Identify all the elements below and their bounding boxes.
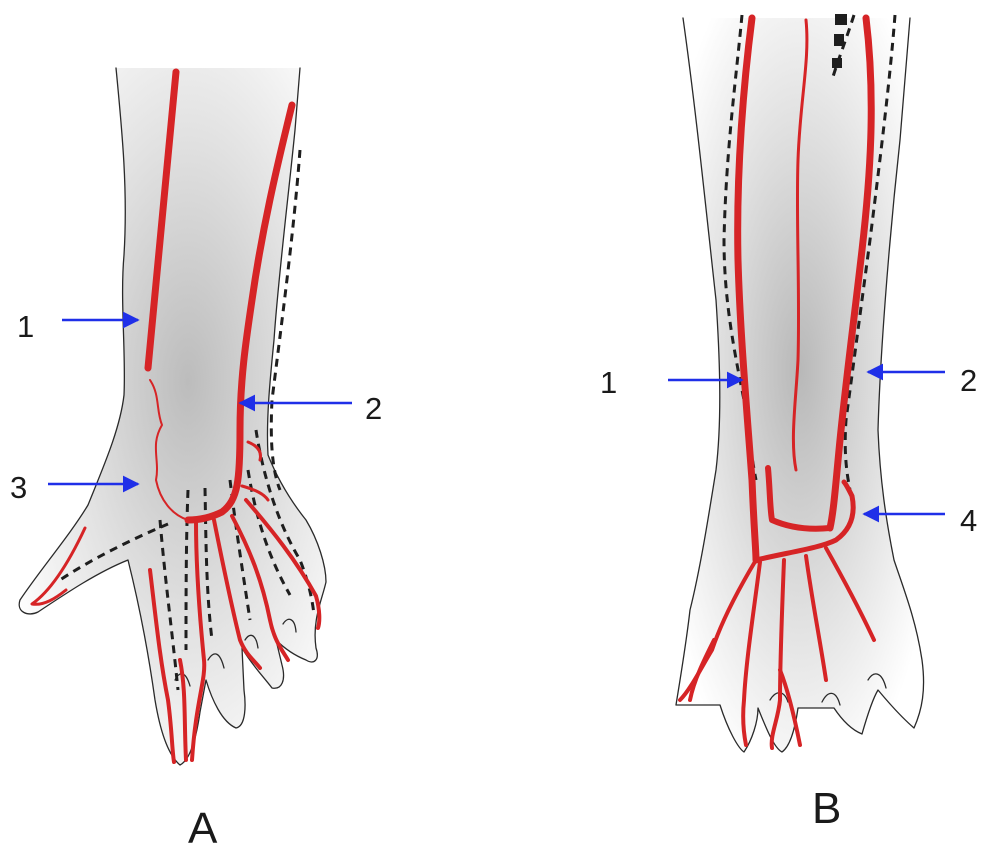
callout-b-2: 2 <box>960 363 977 398</box>
callout-a-1: 1 <box>17 309 34 344</box>
hand-a-outline <box>19 68 326 765</box>
dash-block-b1 <box>835 14 847 25</box>
callout-b-4: 4 <box>960 503 977 538</box>
callout-a-2: 2 <box>365 391 382 426</box>
panel-a: 1 2 3 A <box>10 68 382 845</box>
panel-label-b: B <box>812 784 841 833</box>
callout-a-3: 3 <box>10 470 27 505</box>
callout-b-1: 1 <box>600 365 617 400</box>
panel-label-a: A <box>188 804 218 845</box>
dash-block-b3 <box>832 58 842 68</box>
dash-block-b2 <box>834 34 844 46</box>
panel-b: 1 2 4 B <box>600 14 977 833</box>
